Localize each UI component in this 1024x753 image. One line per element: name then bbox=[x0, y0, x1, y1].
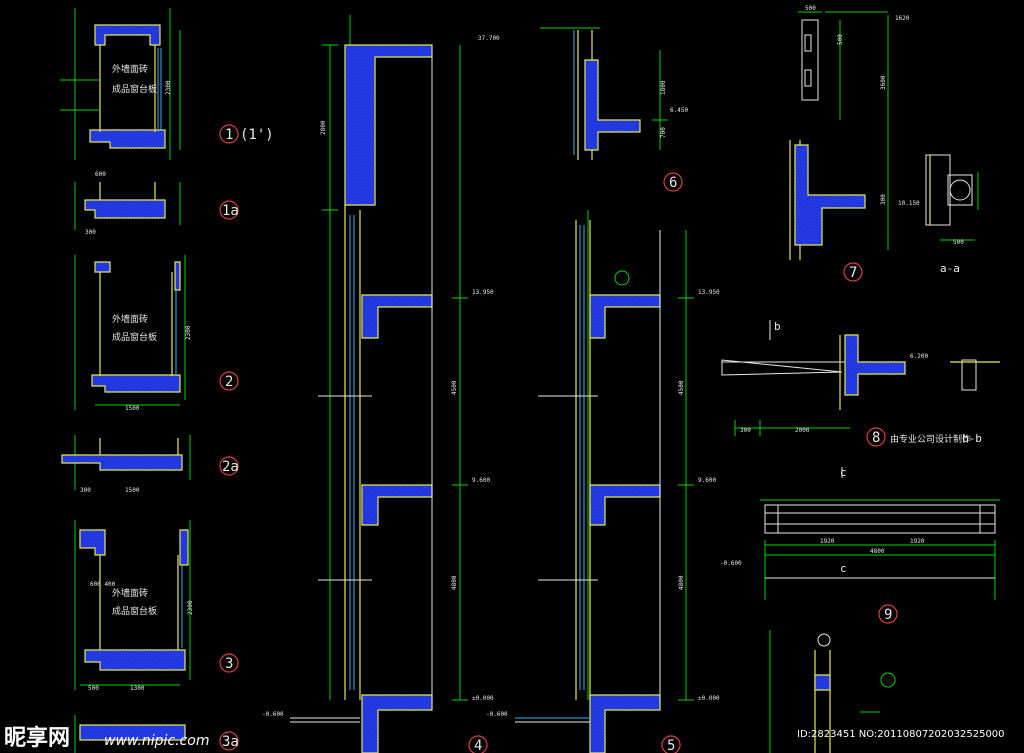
detail-label-9: 9 bbox=[884, 607, 892, 623]
dim-aa-width: 500 bbox=[953, 239, 964, 246]
dim-d6-level: 6.450 bbox=[670, 107, 688, 114]
dim-d9-w: 4800 bbox=[870, 548, 885, 555]
svg-text:成品窗台板: 成品窗台板 bbox=[112, 83, 157, 95]
dim-d5-level2: 9.600 bbox=[698, 477, 716, 484]
dim-d2a-w2: 1500 bbox=[125, 487, 140, 494]
detail-1a-section: 300 bbox=[74, 182, 181, 236]
detail-marker-7 bbox=[843, 262, 863, 282]
dim-d6-h2: 700 bbox=[660, 127, 667, 138]
dim-d8-w1: 300 bbox=[740, 427, 751, 434]
dim-d2-height: 2300 bbox=[185, 325, 192, 340]
detail-label-1a: 1a bbox=[222, 203, 239, 219]
detail-label-6: 6 bbox=[669, 175, 677, 191]
dim-d7-top1: 500 bbox=[805, 5, 816, 12]
dim-d9-level: -0.600 bbox=[720, 560, 742, 567]
detail-5-wall-section: 13.950 4500 9.600 4800 ±0.000 -0.600 bbox=[486, 210, 720, 753]
dim-d4-top: 37.700 bbox=[478, 35, 500, 42]
dim-d4-level2: 9.600 bbox=[472, 477, 490, 484]
detail-marker-2 bbox=[219, 371, 239, 391]
detail-label-1: 1 bbox=[225, 127, 233, 143]
detail-label-7: 7 bbox=[849, 265, 857, 281]
detail-2a-section: 300 1500 bbox=[61, 435, 191, 494]
dim-d1a-width: 300 bbox=[85, 229, 96, 236]
dim-d5-level3: ±0.000 bbox=[698, 695, 720, 702]
dim-d2a-w1: 300 bbox=[80, 487, 91, 494]
watermark: 昵享网 www.nipic.com ID:2823451 NO:20110807… bbox=[4, 725, 1005, 751]
svg-text:成品窗台板: 成品窗台板 bbox=[112, 605, 157, 617]
vendor-design-note: 由专业公司设计制作 bbox=[890, 433, 971, 445]
detail-marker-9 bbox=[878, 604, 898, 624]
dim-d7-top2: 1620 bbox=[895, 15, 910, 22]
dim-d8-level: 6.200 bbox=[910, 353, 928, 360]
dim-d3-height: 2300 bbox=[187, 600, 194, 615]
dim-d4-level1: 13.950 bbox=[472, 289, 494, 296]
dim-d4-ground: -0.600 bbox=[262, 711, 284, 718]
detail-label-8: 8 bbox=[872, 430, 880, 446]
section-mark-b-b: b-b bbox=[962, 432, 982, 445]
detail-marker-8 bbox=[866, 427, 886, 447]
detail-marker-5 bbox=[661, 735, 681, 753]
detail-marker-3a bbox=[219, 731, 239, 751]
detail-4-wall-section: 37.700 2800 13.950 4500 9.600 4800 ±0.00… bbox=[262, 15, 500, 753]
dim-d4-h2: 4500 bbox=[451, 380, 458, 395]
railing-post-detail bbox=[769, 630, 896, 753]
dim-d6-h1: 1800 bbox=[660, 80, 667, 95]
dim-d7-h3: 300 bbox=[880, 194, 887, 205]
watermark-url: www.nipic.com bbox=[104, 733, 210, 749]
detail-label-3: 3 bbox=[225, 656, 233, 672]
dim-d4-level3: ±0.000 bbox=[472, 695, 494, 702]
detail-label-2a: 2a bbox=[222, 459, 239, 475]
dim-d5-h2: 4500 bbox=[678, 380, 685, 395]
detail-marker-1 bbox=[219, 124, 239, 144]
detail-marker-2a bbox=[219, 456, 239, 476]
detail-marker-1a bbox=[219, 200, 239, 220]
svg-text:外墙面砖: 外墙面砖 bbox=[112, 587, 148, 599]
dim-d7-h1: 500 bbox=[837, 34, 844, 45]
detail-2-section: 2300 1500 外墙面砖 成品窗台板 bbox=[74, 255, 192, 412]
detail-label-5: 5 bbox=[667, 738, 675, 753]
detail-7-section: 500 1620 500 3600 300 10.150 bbox=[789, 5, 920, 260]
dim-d7-level: 10.150 bbox=[898, 200, 920, 207]
section-mark-b-top: b bbox=[774, 320, 781, 333]
svg-text:成品窗台板: 成品窗台板 bbox=[112, 331, 157, 343]
watermark-id: ID:2823451 NO:20110807202032525000 bbox=[797, 729, 1005, 740]
section-mark-c-bottom: c bbox=[840, 562, 847, 575]
dim-d4-h1: 2800 bbox=[320, 120, 327, 135]
detail-label-2: 2 bbox=[225, 374, 233, 390]
detail-9-railing-elevation: c 1920 1920 4800 -0.600 c bbox=[720, 466, 1000, 600]
svg-text:外墙面砖: 外墙面砖 bbox=[112, 313, 148, 325]
detail-marker-6 bbox=[663, 172, 683, 192]
dim-d8-w2: 2000 bbox=[795, 427, 810, 434]
dim-d9-s1: 1920 bbox=[820, 538, 835, 545]
detail-label-1-prime: (1') bbox=[240, 127, 274, 143]
detail-marker-3 bbox=[219, 653, 239, 673]
dim-d4-h3: 4800 bbox=[451, 575, 458, 590]
detail-1-section: 2300 600 外墙面砖 成品窗台板 bbox=[60, 8, 181, 178]
dim-d3-top: 600 400 bbox=[90, 581, 116, 588]
detail-3-section: 2300 500 1300 600 400 外墙面砖 成品窗台板 bbox=[74, 520, 194, 692]
section-mark-a-a: a-a bbox=[940, 262, 960, 275]
detail-8-canopy-section: b 300 2000 6.200 bbox=[721, 320, 1000, 436]
detail-6-section: 1800 700 6.450 bbox=[540, 27, 688, 160]
section-mark-c-top: c bbox=[840, 466, 847, 479]
dim-d2-width: 1500 bbox=[125, 405, 140, 412]
section-a-a-detail: 500 bbox=[925, 154, 979, 246]
dim-d5-h3: 4800 bbox=[678, 575, 685, 590]
watermark-brand: 昵享网 bbox=[4, 725, 70, 751]
detail-label-4: 4 bbox=[474, 738, 482, 753]
dim-d7-h2: 3600 bbox=[880, 75, 887, 90]
dim-d5-ground: -0.600 bbox=[486, 711, 508, 718]
svg-text:外墙面砖: 外墙面砖 bbox=[112, 63, 148, 75]
dim-d3-w1: 500 bbox=[88, 685, 99, 692]
dim-d1-width: 600 bbox=[95, 171, 106, 178]
detail-marker-4 bbox=[468, 735, 488, 753]
dim-d5-level1: 13.950 bbox=[698, 289, 720, 296]
dim-d3-w2: 1300 bbox=[130, 685, 145, 692]
detail-label-3a: 3a bbox=[222, 734, 239, 750]
dim-d1-height: 2300 bbox=[165, 80, 172, 95]
dim-d9-s2: 1920 bbox=[910, 538, 925, 545]
detail-3a-section bbox=[74, 715, 186, 753]
